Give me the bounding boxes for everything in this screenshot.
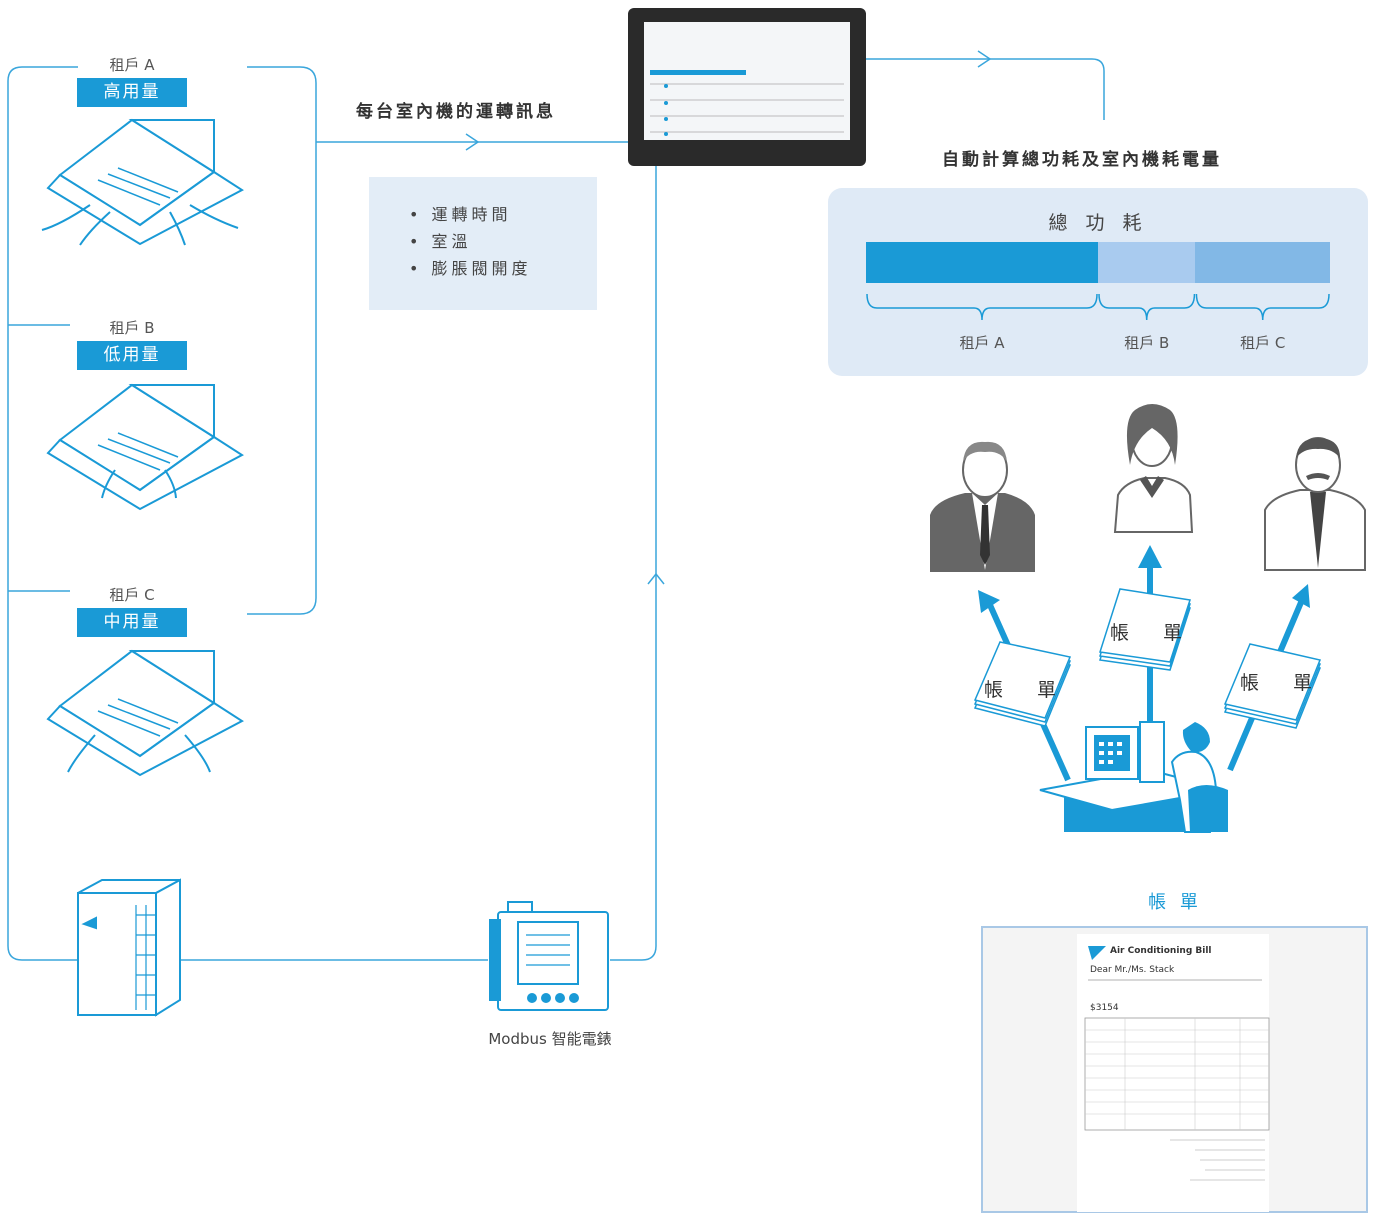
indoor-unit-icon-a <box>41 118 244 246</box>
modbus-meter-icon <box>489 901 609 1011</box>
segment-brace-2 <box>1195 294 1330 321</box>
outdoor-unit-icon <box>77 878 181 1017</box>
info-item-valve: • 膨脹閥開度 <box>409 259 532 278</box>
invoice-greeting: Dear Mr./Ms. Stack <box>1090 965 1175 975</box>
segment-label-1: 租戶 B <box>1124 334 1170 352</box>
segment-label-0: 租戶 A <box>959 334 1005 352</box>
bar-segment-0 <box>866 242 1098 283</box>
bill-stack-icon-mid <box>1099 588 1191 671</box>
tenant-c-label: 租戶 C <box>109 586 155 604</box>
tenant-a-usage-badge: 高用量 <box>77 78 187 107</box>
calc-title: 自動計算總功耗及室內機耗電量 <box>942 150 1222 170</box>
info-item-runtime: • 運轉時間 <box>409 205 512 224</box>
bill-stack-icon-right <box>1223 643 1322 729</box>
operation-info-box: • 運轉時間 • 室溫 • 膨脹閥開度 <box>369 177 597 310</box>
tenant-b-label: 租戶 B <box>109 319 155 337</box>
meter-label: Modbus 智能電錶 <box>488 1030 612 1048</box>
bill-label-right: 帳 單 <box>1240 672 1327 694</box>
office-worker-icon <box>1039 721 1228 833</box>
bill-section-title: 帳 單 <box>1148 892 1202 913</box>
total-consumption-panel: 總 功 耗 租戶 A 租戶 B 租戶 C <box>828 188 1368 376</box>
tenant-b-usage-badge: 低用量 <box>77 341 187 370</box>
indoor-unit-icon-b <box>46 383 244 511</box>
tenant-a-label: 租戶 A <box>109 56 155 74</box>
segment-label-2: 租戶 C <box>1240 334 1286 352</box>
person-icon-b <box>1113 404 1194 533</box>
invoice-heading: Air Conditioning Bill <box>1110 946 1212 956</box>
bill-label-left: 帳 單 <box>984 679 1071 701</box>
segment-brace-0 <box>866 294 1098 321</box>
info-item-room-temp: • 室溫 <box>409 232 472 251</box>
touch-display-icon <box>628 8 866 166</box>
bar-segment-2 <box>1195 242 1330 283</box>
bill-label-mid: 帳 單 <box>1110 622 1197 644</box>
consumption-bar <box>866 242 1330 283</box>
segment-labels: 租戶 A 租戶 B 租戶 C <box>866 332 1330 354</box>
operation-info-title: 每台室內機的運轉訊息 <box>356 102 556 122</box>
tenant-c-usage-badge: 中用量 <box>77 608 187 637</box>
invoice-amount: $3154 <box>1090 1003 1119 1013</box>
person-icon-a <box>930 441 1035 572</box>
bill-stack-icon-left <box>973 641 1072 727</box>
indoor-unit-icon-c <box>46 649 244 777</box>
person-icon-c <box>1264 437 1366 571</box>
bar-segment-1 <box>1098 242 1196 283</box>
segment-braces <box>866 294 1330 321</box>
segment-brace-1 <box>1098 294 1196 321</box>
invoice-preview <box>981 926 1368 1213</box>
panel-title: 總 功 耗 <box>1048 212 1148 234</box>
